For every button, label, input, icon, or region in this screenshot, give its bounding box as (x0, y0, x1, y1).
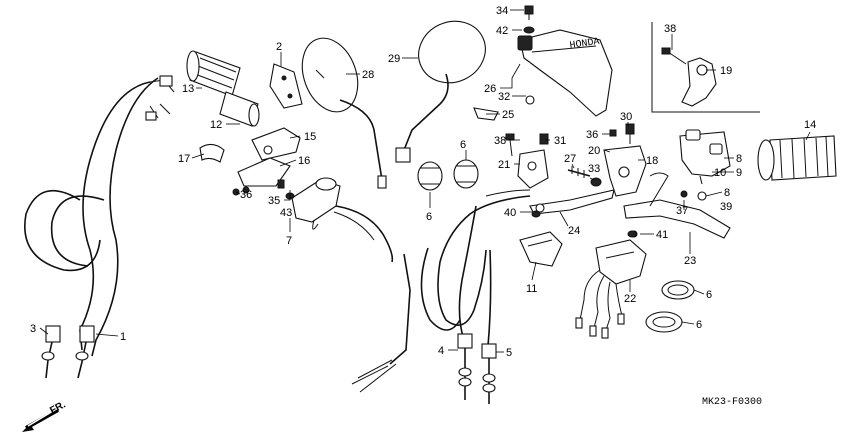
callout-36-right: 36 (586, 129, 598, 141)
callout-labels: 34 42 38 19 2 28 29 26 32 25 13 12 15 17… (30, 5, 816, 359)
callout-20: 20 (588, 145, 600, 157)
callout-13: 13 (182, 83, 194, 95)
callout-32: 32 (498, 91, 510, 103)
callout-27: 27 (564, 153, 576, 165)
callout-7: 7 (286, 235, 292, 247)
callout-4: 4 (438, 345, 444, 357)
callout-41: 41 (656, 229, 668, 241)
callout-6-lower-1: 6 (706, 289, 712, 301)
callout-31: 31 (554, 135, 566, 147)
brake-lever-23 (623, 172, 731, 239)
clamp-left-upper (417, 161, 443, 191)
switch-21 (505, 133, 549, 189)
callout-40: 40 (504, 207, 516, 219)
callout-16: 16 (298, 155, 310, 167)
left-grip (757, 135, 837, 181)
callout-28: 28 (362, 69, 374, 81)
callout-42: 42 (496, 25, 508, 37)
callout-25: 25 (502, 109, 514, 121)
callout-17: 17 (178, 153, 190, 165)
bolt-30 (625, 123, 635, 144)
callout-12: 12 (210, 119, 222, 131)
callout-36-left: 36 (240, 189, 252, 201)
clamp-right-upper (453, 159, 479, 189)
left-mirror (301, 37, 387, 189)
inset-lever-bracket (661, 47, 717, 107)
clutch-cables (420, 189, 531, 404)
callout-38: 38 (494, 135, 506, 147)
nut-40 (531, 210, 541, 218)
screw-27 (567, 166, 591, 178)
callout-2: 2 (276, 41, 282, 53)
screw-35 (277, 179, 285, 189)
callout-15: 15 (304, 131, 316, 143)
clutch-lever-left (529, 189, 615, 215)
front-direction-arrow: FR. (22, 399, 68, 432)
callout-8-upper: 8 (736, 153, 742, 165)
callout-3: 3 (30, 323, 36, 335)
throttle-grip (186, 50, 260, 127)
front-direction-label: FR. (48, 399, 68, 416)
switch-7 (291, 177, 411, 393)
callout-21: 21 (498, 159, 510, 171)
bolt-36b (609, 129, 617, 137)
callout-5: 5 (506, 347, 512, 359)
callout-6-upper-right: 6 (460, 139, 466, 151)
mirror-bracket (269, 63, 303, 109)
throttle-cables (24, 75, 175, 379)
callout-26: 26 (484, 83, 496, 95)
callout-6-upper-left: 6 (426, 211, 432, 223)
callout-14: 14 (804, 119, 816, 131)
callout-10: 10 (714, 167, 726, 179)
callout-8-lower: 8 (724, 187, 730, 199)
callout-33: 33 (588, 163, 600, 175)
nut-41 (627, 230, 637, 238)
leader-lines (39, 9, 811, 353)
callout-35: 35 (268, 195, 280, 207)
cover-11 (519, 231, 563, 267)
clamp-lower-1 (661, 280, 695, 300)
callout-29: 29 (388, 53, 400, 65)
switch-22 (575, 230, 647, 339)
callout-23: 23 (684, 255, 696, 267)
diagram-code: MK23-F0300 (702, 397, 762, 408)
guard-brand-text: HONDA (569, 37, 600, 52)
callout-24: 24 (568, 225, 580, 237)
callout-38-inset: 38 (664, 23, 676, 35)
hand-guard: HONDA (517, 29, 613, 117)
callout-34: 34 (496, 5, 508, 17)
callout-19: 19 (720, 65, 732, 77)
bolt-34 (523, 5, 535, 34)
callout-6-lower-2: 6 (696, 319, 702, 331)
callout-43: 43 (280, 207, 292, 219)
callout-39: 39 (720, 201, 732, 213)
callout-37: 37 (676, 205, 688, 217)
lever-bracket-18 (603, 145, 647, 197)
callout-1: 1 (120, 331, 126, 343)
callout-18: 18 (646, 155, 658, 167)
callout-9: 9 (736, 167, 742, 179)
callout-11: 11 (526, 283, 537, 295)
inset-frame (651, 22, 760, 113)
switch-housing-right (679, 129, 731, 185)
callout-30: 30 (620, 111, 632, 123)
right-mirror (395, 20, 486, 163)
throttle-housing (199, 127, 301, 194)
callout-22: 22 (624, 293, 636, 305)
clamp-lower-2 (645, 311, 683, 333)
